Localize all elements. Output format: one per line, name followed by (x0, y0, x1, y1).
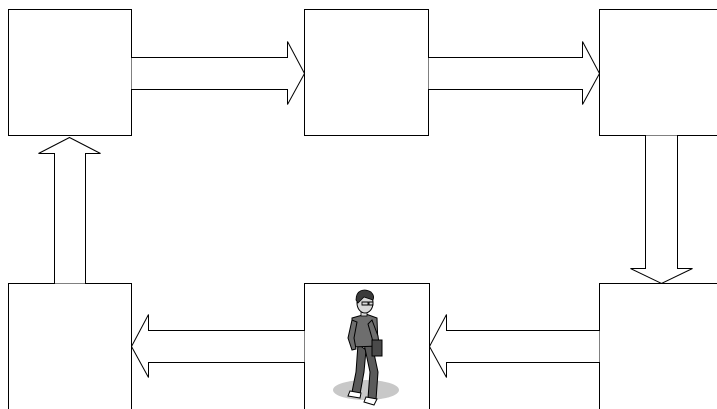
box-top-right (600, 10, 717, 136)
box-bottom-right (600, 284, 717, 409)
arrow-top-left-to-middle (132, 42, 305, 105)
arrow-top-middle-to-right (429, 42, 600, 105)
book-icon (372, 340, 382, 356)
arrow-bottom-left-to-top-left (39, 138, 101, 284)
arrow-bottom-right-to-middle (430, 315, 600, 378)
arrow-bottom-middle-to-left (132, 315, 305, 378)
box-top-middle (305, 10, 429, 136)
box-top-left (9, 10, 132, 136)
box-bottom-left (9, 284, 132, 409)
arrow-top-right-to-bottom-right (631, 136, 693, 284)
